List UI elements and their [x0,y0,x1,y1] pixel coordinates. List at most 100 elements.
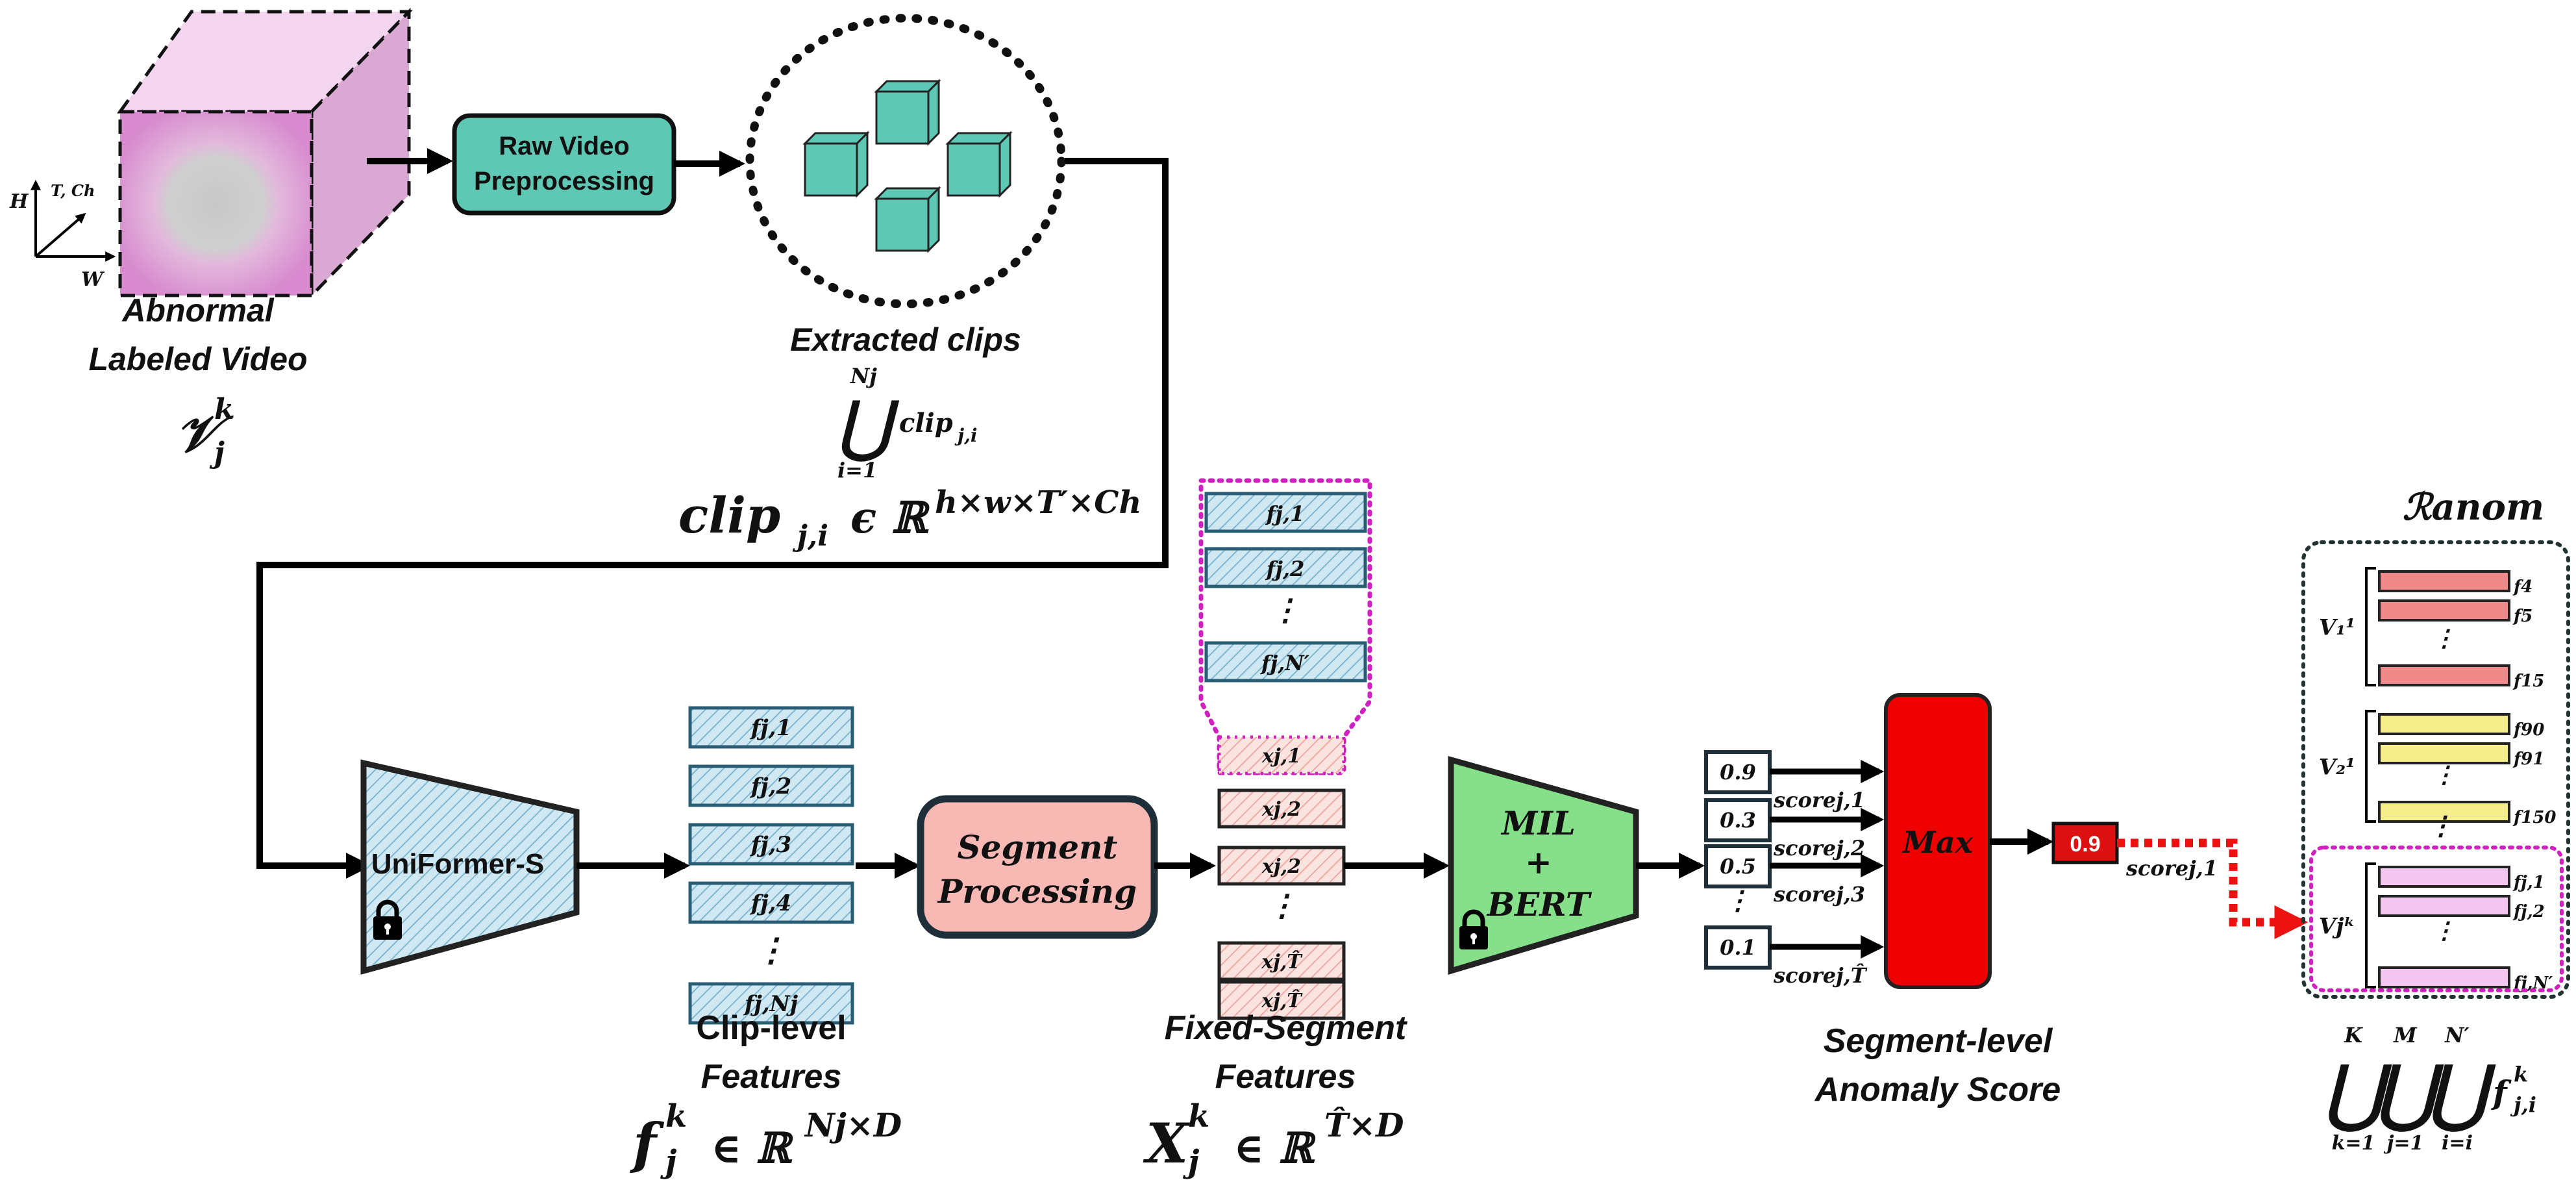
svg-text:K: K [2344,1023,2363,1048]
result-score-label: scorej,1 [2125,856,2218,881]
clip-features-caption-line2: Features [701,1058,842,1096]
score-label: scorej,T̂ [1773,963,1868,988]
svg-text:f: f [630,1111,665,1175]
repository-feature-label: f5 [2512,607,2533,626]
repository-feature-box [2378,742,2510,764]
video-cube-side [310,7,411,300]
repository-group-name: Vjᵏ [2319,914,2355,940]
union-symbol: ⋃ [2428,1050,2496,1134]
clip-feature-box [688,764,854,807]
score-value: 0.9 [1720,760,1756,785]
segment-label: xj,2 [1261,798,1301,821]
repository-feature-box [2378,866,2510,888]
svg-text:j,i: j,i [2510,1092,2536,1117]
segment-box [1217,788,1346,829]
clips-ellipse [745,14,1066,308]
clip-cube-icon-left [802,131,870,198]
segments-caption-line1: Fixed-Segment [1165,1009,1408,1047]
repository-feature-label: fj,2 [2512,902,2545,922]
svg-text:j: j [660,1144,676,1180]
repository-bracket [2365,862,2376,988]
clip-cube-icon-bottom [874,186,941,253]
union-symbol: ⋃ [2324,1050,2392,1134]
repository-item-ellipsis: ⋮ [2433,761,2456,788]
result-value: 0.9 [2070,832,2100,857]
mil-bert-line2: + [1525,843,1552,881]
repository-union: K M N′ ⋃ ⋃ ⋃ k=1 j=1 i=i f k j,i [2324,1023,2536,1155]
svg-text:N′: N′ [2444,1023,2470,1048]
preprocess-box [452,113,676,216]
zoom-ellipsis: ⋮ [1270,592,1300,627]
repository-group-name: V₁¹ [2319,615,2355,641]
clip-feature-box [688,982,854,1025]
svg-text:M: M [2393,1023,2418,1048]
score-ellipsis: ⋮ [1725,885,1751,916]
clip-features-caption-line1: Clip-level [696,1009,846,1047]
segment-label: xj,T̂ [1261,990,1303,1012]
score-value: 0.1 [1720,935,1756,960]
clip-feature-label: fj,Nj [743,991,799,1017]
axis-tch-label: T, Ch [51,181,95,200]
repository-item-ellipsis: ⋮ [2433,625,2456,652]
svg-text:clip: clip [899,408,953,438]
connector-clips-to-backbone [256,158,1169,879]
clip-feature-box [688,881,854,924]
zoom-feature-box [1204,641,1367,683]
segment-ellipsis: ⋮ [1267,888,1297,923]
repository-feature-label: f90 [2512,720,2544,740]
svg-text:f: f [2491,1074,2512,1112]
repository-feature-label: f15 [2512,672,2544,691]
zoom-feature-label: fj,2 [1265,557,1305,581]
backbone-label: UniFormer-S [371,848,544,880]
repository-feature-box [2378,713,2510,735]
repository-feature-label: f91 [2512,749,2544,769]
score-box [1704,925,1772,970]
segments-formula: X k j ∈ ℝ T̂×D [1143,1098,1404,1180]
repository-groups: V₁¹f4f5⋮f15V₂¹f90f91⋮f150⋮Vjᵏfj,1fj,2⋮fj… [2309,567,2564,993]
svg-text:X: X [1143,1111,1190,1175]
segment-stack: xj,1xj,2xj,2⋮xj,T̂xj,T̂ [1217,735,1346,1020]
connector-result-to-repository [2117,838,2309,939]
svg-text:k: k [214,393,234,426]
svg-text:k: k [1188,1098,1209,1135]
zoom-feature-label: fj,N′ [1260,651,1310,675]
repository-feature-box [2378,570,2510,592]
video-cube [117,7,413,300]
repository-feature-box [2378,966,2510,988]
zoom-box [1198,478,1372,775]
mil-bert-line3: BERT [1486,885,1592,923]
video-label-line2: Labeled Video [88,341,307,377]
repository-feature-label: fj,1 [2512,873,2545,892]
segment-processing-line1: Segment [957,828,1117,866]
clips-membership: clip j,i ϵ ℝ h×w×T′×Ch [678,484,1141,553]
score-label: scorej,3 [1773,882,1865,907]
video-frame [118,110,314,297]
segment-label: xj,T̂ [1261,951,1303,973]
repository-box [2301,540,2570,999]
video-label-line1: Abnormal [121,292,274,329]
preprocess-line2: Preprocessing [474,167,654,195]
repository-feature-box [2378,801,2510,823]
clip-feature-box [688,823,854,866]
zoom-feature-box [1204,492,1367,533]
clip-feature-box [688,706,854,749]
clip-feature-label: fj,2 [750,773,791,799]
clip-cube-icon-top [874,79,941,146]
clip-features-ellipsis: ⋮ [755,931,787,969]
preprocess-line1: Raw Video [499,132,630,160]
repository-bracket [2365,567,2376,686]
mil-bert-line1: MIL [1500,804,1576,842]
svg-text:ϵ ℝ: ϵ ℝ [850,492,930,543]
repository-feature-label: f4 [2512,577,2533,597]
svg-text:k: k [665,1098,687,1135]
lock-icon [373,899,402,940]
score-value: 0.3 [1720,808,1756,833]
repository-current-video-box [2309,846,2564,992]
svg-text:i=i: i=i [2442,1132,2473,1155]
axes-icon: H T, Ch W [9,179,116,291]
score-label: scorej,2 [1773,836,1865,860]
clip-cube-icons [802,79,1013,253]
zoom-feature-box [1204,547,1367,588]
svg-text:k=1: k=1 [2332,1132,2375,1155]
